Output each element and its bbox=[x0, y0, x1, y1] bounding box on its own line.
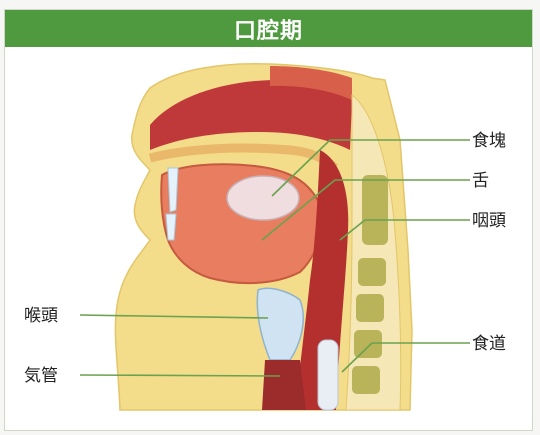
leader-larynx bbox=[79, 314, 269, 319]
label-tongue: 舌 bbox=[472, 171, 489, 191]
food-bolus bbox=[226, 175, 300, 221]
esophagus bbox=[317, 339, 339, 411]
leader-trachea bbox=[79, 374, 281, 377]
vertebra bbox=[354, 330, 382, 358]
larynx-region bbox=[256, 287, 304, 361]
skull-base bbox=[270, 66, 352, 100]
title-bar: 口腔期 bbox=[5, 10, 532, 47]
vertebra bbox=[362, 175, 388, 245]
label-pharynx: 咽頭 bbox=[472, 211, 506, 231]
nasal-cavity bbox=[150, 79, 352, 150]
vertebra bbox=[356, 294, 384, 322]
lower-teeth bbox=[165, 213, 177, 241]
label-larynx: 喉頭 bbox=[24, 306, 58, 326]
vertebra bbox=[352, 366, 380, 394]
leader-bolus bbox=[271, 139, 331, 197]
label-esophagus: 食道 bbox=[472, 334, 506, 354]
upper-teeth bbox=[167, 167, 179, 213]
trachea bbox=[262, 360, 306, 410]
leader-pharynx bbox=[339, 219, 366, 241]
leader-tongue bbox=[261, 179, 336, 241]
vertebra bbox=[358, 258, 386, 286]
label-bolus: 食塊 bbox=[472, 131, 506, 151]
label-trachea: 気管 bbox=[24, 366, 58, 386]
leader-lines bbox=[79, 139, 470, 377]
page-title: 口腔期 bbox=[233, 18, 303, 44]
leader-esophagus-d bbox=[341, 342, 373, 373]
